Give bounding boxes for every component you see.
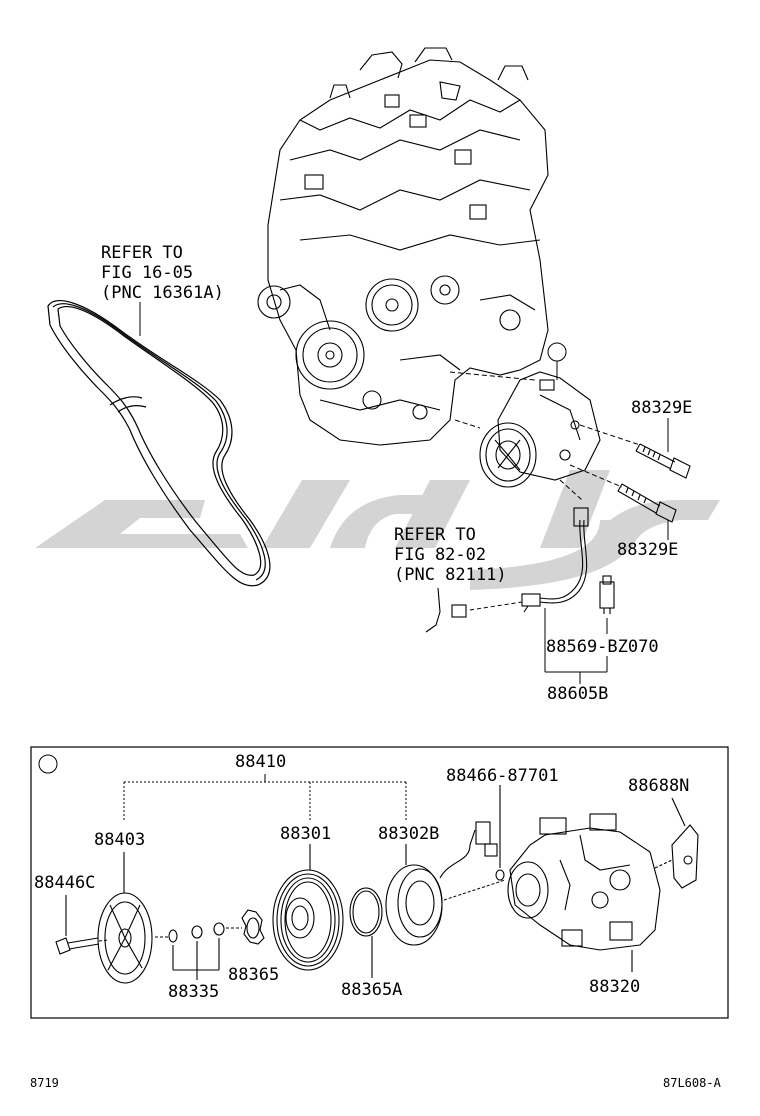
- compressor-body: [507, 813, 661, 972]
- wire-harness: [425, 507, 589, 633]
- harness-reference-line-1: REFER TO: [394, 525, 476, 545]
- clutch-assembly-bracket: [123, 774, 407, 822]
- exploded-view-frame: [30, 746, 729, 1019]
- pressure-switch: [599, 575, 615, 614]
- compressor-bracket: [654, 797, 699, 889]
- part-number-pulley: 88301: [280, 824, 332, 844]
- part-number-shims: 88335: [168, 982, 220, 1002]
- snap-ring-a: [349, 887, 383, 978]
- snap-ring: [241, 909, 265, 945]
- part-number-snap-ring: 88365: [228, 965, 280, 985]
- clutch-bolt: [55, 895, 100, 955]
- stator-lead: [439, 785, 505, 881]
- part-number-clutch-assembly: 88410: [235, 752, 287, 772]
- part-number-compressor: 88320: [589, 977, 641, 997]
- drive-belt: [47, 300, 271, 587]
- callout-marker-top: [547, 342, 567, 380]
- pulley: [272, 844, 344, 971]
- harness-reference-line-2: FIG 82-02: [394, 545, 487, 565]
- engine-assembly: [257, 47, 549, 446]
- pressure-plate: [97, 852, 153, 984]
- part-number-pressure-switch: 88569-BZ070: [546, 637, 659, 657]
- part-number-clutch-bolt: 88446C: [34, 873, 96, 893]
- callout-marker-box: [38, 754, 58, 774]
- belt-reference-line-3: (PNC 16361A): [101, 283, 224, 303]
- part-number-stator: 88302B: [378, 824, 440, 844]
- install-guide-lines: [449, 371, 641, 501]
- part-number-snap-ring-a: 88365A: [341, 980, 403, 1000]
- harness-dash: [469, 601, 523, 611]
- harness-reference-line-3: (PNC 82111): [394, 565, 507, 585]
- compressor-installed: [479, 371, 601, 488]
- part-number-bolt-upper: 88329E: [631, 398, 693, 418]
- wire-assembly-bracket: [544, 608, 608, 684]
- part-number-bolt-lower: 88329E: [617, 540, 679, 560]
- belt-reference-line-1: REFER TO: [101, 243, 183, 263]
- bolt-lower: [617, 483, 677, 523]
- part-number-pressure-plate: 88403: [94, 830, 146, 850]
- part-number-connector: 88466-87701: [446, 766, 559, 786]
- shims: [168, 922, 225, 980]
- footer-figure-code: 8719: [30, 1076, 59, 1090]
- watermark-logo: [35, 470, 720, 590]
- bolt-dash: [98, 939, 109, 942]
- stator: [385, 844, 443, 946]
- footer-illustration-id: 87L608-A: [663, 1076, 721, 1090]
- stator-dash: [443, 879, 506, 901]
- part-number-bracket: 88688N: [628, 776, 690, 796]
- bolt-upper: [635, 443, 691, 479]
- part-number-wire-assembly: 88605B: [547, 684, 609, 704]
- belt-reference-line-2: FIG 16-05: [101, 263, 194, 283]
